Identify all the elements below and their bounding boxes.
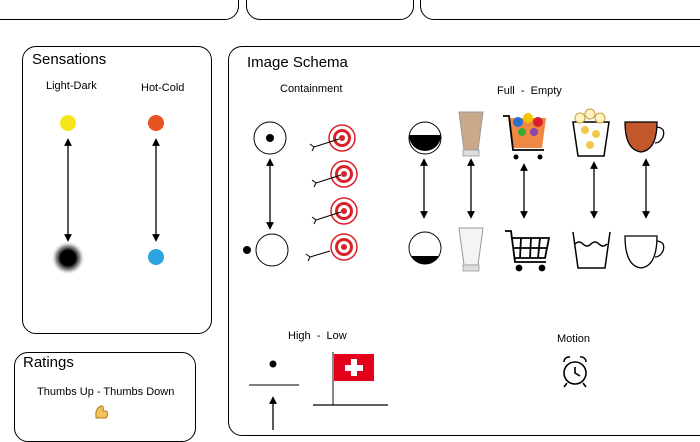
light-dark-label: Light-Dark <box>46 80 97 92</box>
sensations-title: Sensations <box>32 51 107 68</box>
thumbs-up-icon <box>95 405 108 419</box>
thumbs-label: Thumbs Up - Thumbs Down <box>37 386 175 398</box>
image-schema-title: Image Schema <box>247 54 348 71</box>
top-panel-right <box>420 0 700 20</box>
ratings-title: Ratings <box>23 354 74 371</box>
top-panel-middle <box>246 0 414 20</box>
high-low-label: High - Low <box>288 330 347 342</box>
containment-label: Containment <box>280 83 343 95</box>
motion-label: Motion <box>557 333 591 345</box>
hot-cold-label: Hot-Cold <box>141 82 185 94</box>
full-empty-label: Full - Empty <box>497 85 562 97</box>
top-panel-left <box>0 0 239 20</box>
sensations-panel <box>22 46 212 334</box>
image-schema-panel <box>228 46 700 436</box>
